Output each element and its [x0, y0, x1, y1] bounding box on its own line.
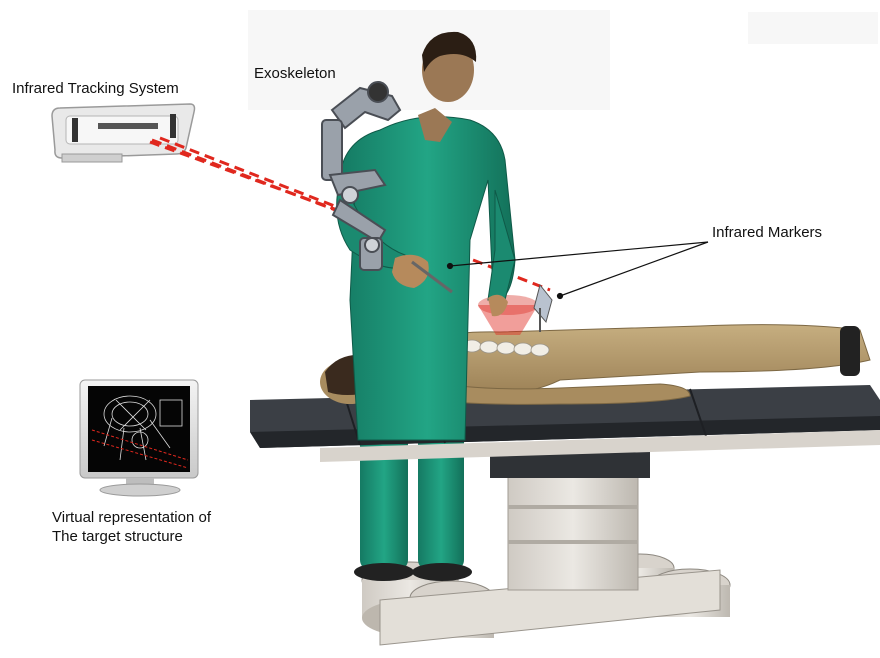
marker-leader-lines — [448, 242, 709, 299]
infrared-marker-plate — [534, 285, 552, 332]
target-cone — [478, 295, 538, 335]
label-exoskeleton: Exoskeleton — [254, 65, 336, 82]
label-virtual-representation: Virtual representation of The target str… — [52, 508, 211, 546]
monitor — [80, 380, 198, 496]
operating-table-base — [362, 448, 730, 645]
label-virtual-line-1: Virtual representation of — [52, 508, 211, 527]
label-infrared-markers: Infrared Markers — [712, 224, 822, 241]
label-virtual-line-2: The target structure — [52, 527, 211, 546]
label-infrared-tracking-system: Infrared Tracking System — [12, 80, 179, 97]
tracking-camera — [52, 104, 195, 162]
